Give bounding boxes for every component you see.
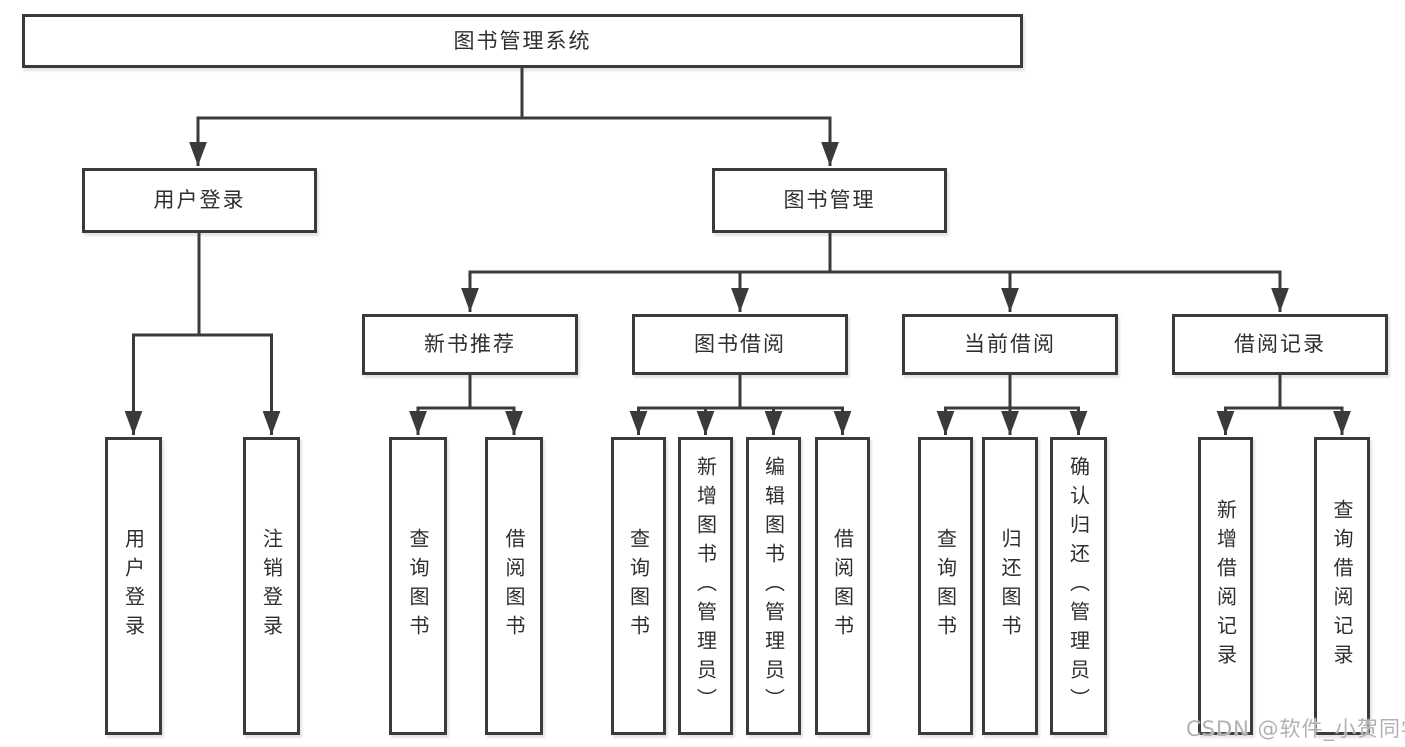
leaf-label: 新增图书（管理员） — [693, 455, 718, 717]
leaf-label: 查询图书 — [933, 528, 958, 644]
leaf-label: 归还图书 — [998, 528, 1022, 644]
leaf-confirm-return-admin: 确认归还（管理员） — [1050, 437, 1107, 735]
node-label: 用户登录 — [153, 188, 246, 212]
leaf-label: 借阅图书 — [830, 528, 855, 644]
leaf-label: 借阅图书 — [502, 528, 526, 644]
leaf-label: 查询图书 — [406, 528, 430, 644]
node-label: 图书管理系统 — [453, 28, 592, 53]
node-label: 当前借阅 — [964, 332, 1056, 356]
leaf-borrow-books: 借阅图书 — [815, 437, 870, 735]
leaf-borrow-books-recommend: 借阅图书 — [485, 437, 543, 735]
leaf-label: 查询借阅记录 — [1330, 499, 1354, 673]
node-label: 图书借阅 — [694, 332, 786, 356]
node-root-system: 图书管理系统 — [22, 14, 1023, 68]
node-user-login: 用户登录 — [82, 168, 317, 233]
leaf-label: 确认归还（管理员） — [1066, 455, 1091, 717]
leaf-label: 新增借阅记录 — [1213, 499, 1238, 673]
leaf-query-books-borrow: 查询图书 — [611, 437, 666, 735]
leaf-add-book-admin: 新增图书（管理员） — [678, 437, 733, 735]
leaf-label: 用户登录 — [121, 528, 146, 644]
node-label: 新书推荐 — [424, 332, 516, 356]
leaf-edit-book-admin: 编辑图书（管理员） — [746, 437, 801, 735]
node-book-management: 图书管理 — [712, 168, 947, 233]
leaf-user-login: 用户登录 — [105, 437, 162, 735]
leaf-label: 查询图书 — [626, 528, 651, 644]
leaf-query-borrow-record: 查询借阅记录 — [1314, 437, 1370, 735]
leaf-return-books: 归还图书 — [982, 437, 1038, 735]
node-current-borrowing: 当前借阅 — [902, 314, 1118, 375]
node-label: 图书管理 — [783, 188, 876, 212]
node-new-book-recommend: 新书推荐 — [362, 314, 578, 375]
node-book-borrowing: 图书借阅 — [632, 314, 848, 375]
leaf-label: 编辑图书（管理员） — [761, 455, 786, 717]
leaf-query-books-recommend: 查询图书 — [389, 437, 447, 735]
node-borrowing-records: 借阅记录 — [1172, 314, 1388, 375]
leaf-logout: 注销登录 — [243, 437, 300, 735]
node-label: 借阅记录 — [1234, 332, 1326, 356]
leaf-query-books-current: 查询图书 — [918, 437, 973, 735]
csdn-watermark: CSDN @软件_小贺同学 — [1186, 717, 1405, 741]
leaf-add-borrow-record: 新增借阅记录 — [1198, 437, 1253, 735]
leaf-label: 注销登录 — [259, 528, 284, 644]
